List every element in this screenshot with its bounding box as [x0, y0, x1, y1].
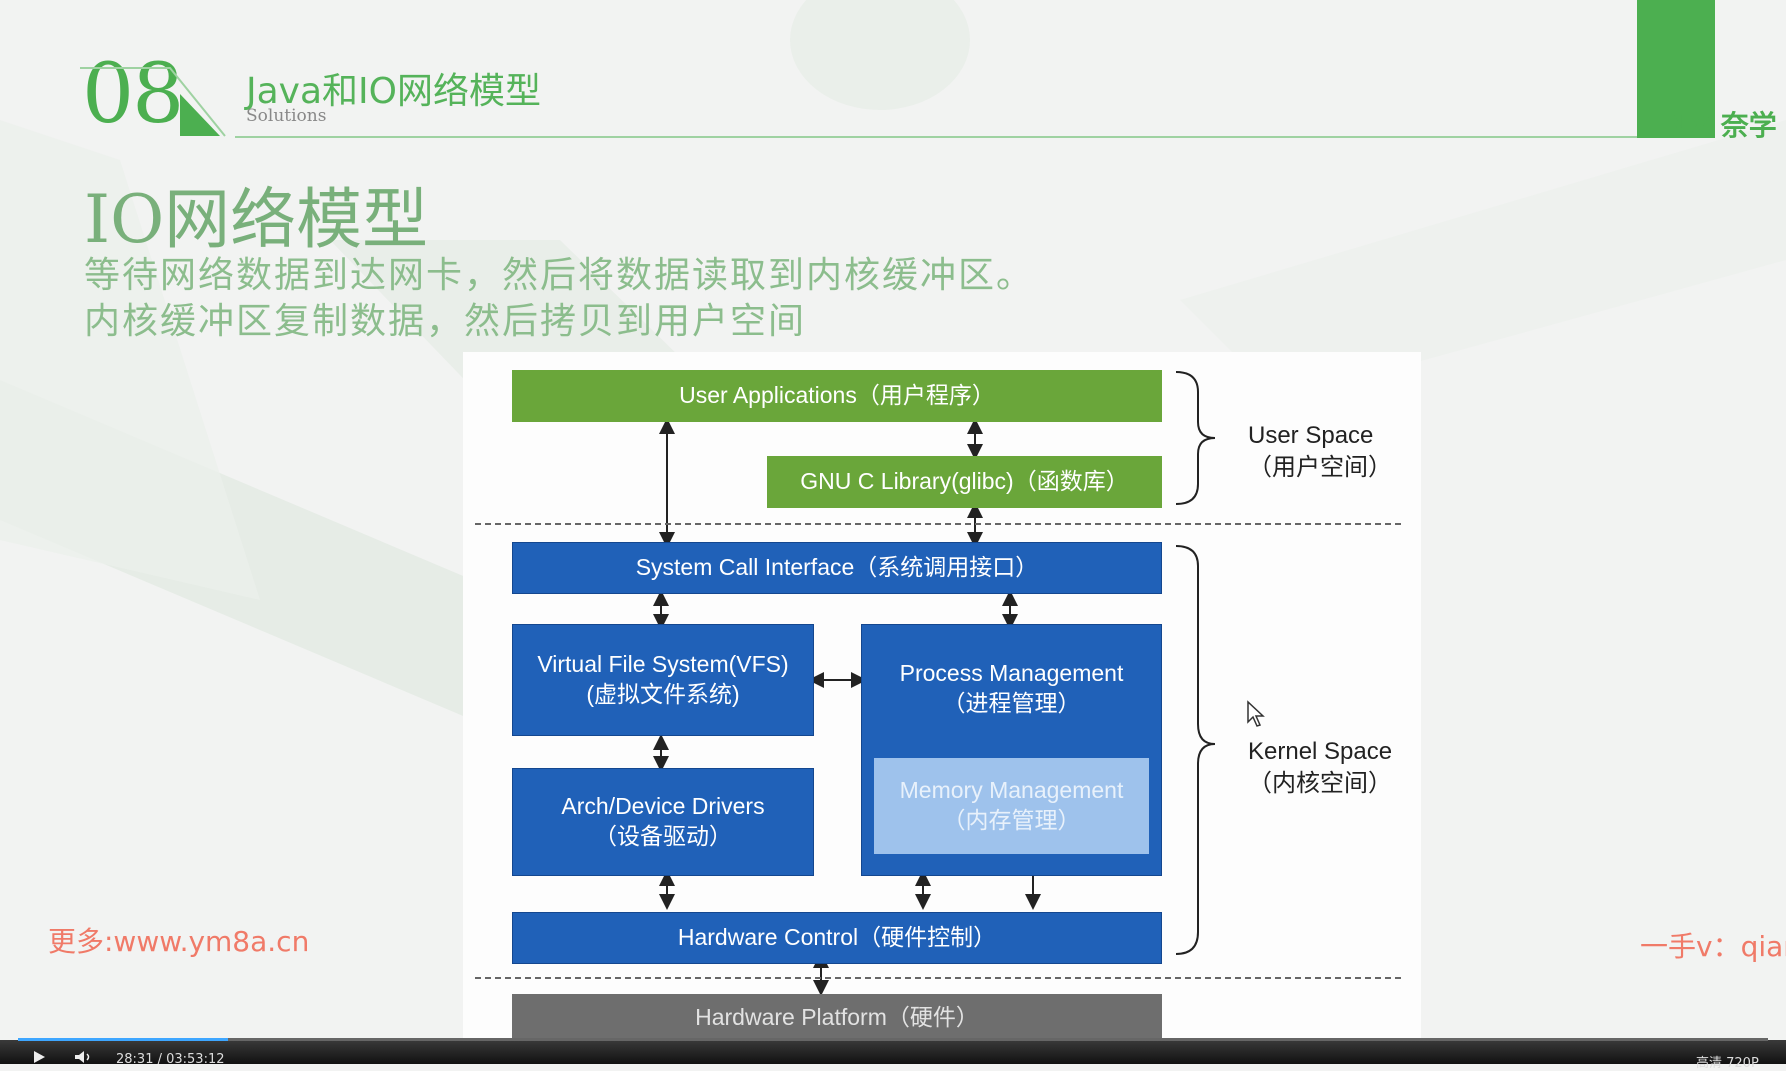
slide-line-2: 内核缓冲区复制数据，然后拷贝到用户空间: [84, 301, 807, 342]
kernel-hardware-divider: [475, 977, 1401, 979]
brand-logo: NX 奈学: [1666, 109, 1777, 142]
user-space-title: User Space: [1248, 422, 1374, 449]
section-subtitle: Solutions: [246, 106, 327, 126]
kernel-space-title: Kernel Space: [1248, 738, 1393, 765]
system-call-interface-box: System Call Interface（系统调用接口）: [512, 542, 1162, 594]
linux-architecture-diagram: User Applications（用户程序） GNU C Library(gl…: [463, 352, 1421, 1042]
memory-label-cn: （内存管理）: [942, 807, 1081, 833]
volume-icon[interactable]: [74, 1050, 94, 1064]
hardware-platform-box: Hardware Platform（硬件）: [512, 994, 1162, 1042]
hardware-control-label: Hardware Control（硬件控制）: [677, 924, 997, 951]
play-icon[interactable]: [32, 1050, 46, 1064]
progress-fill: [18, 1038, 228, 1041]
glibc-box: GNU C Library(glibc)（函数库）: [767, 456, 1162, 508]
drivers-label: Arch/Device Drivers: [561, 793, 765, 820]
user-space-title-cn: （用户空间）: [1248, 454, 1392, 482]
vfs-label-cn: (虚拟文件系统): [586, 681, 740, 707]
hardware-platform-label: Hardware Platform（硬件）: [695, 1004, 979, 1031]
brand-bar: [1637, 0, 1715, 138]
user-space-label: User Space （用户空间）: [1248, 420, 1392, 485]
vfs-box: Virtual File System(VFS) (虚拟文件系统): [512, 624, 814, 736]
glibc-label: GNU C Library(glibc)（函数库）: [800, 468, 1129, 495]
hardware-control-box: Hardware Control（硬件控制）: [512, 912, 1162, 964]
slide-line-1: 等待网络数据到达网卡，然后将数据读取到内核缓冲区。: [84, 255, 1035, 296]
kernel-space-label: Kernel Space （内核空间）: [1248, 736, 1392, 801]
drivers-label-cn: （设备驱动）: [594, 823, 732, 849]
watermark-left: 更多:www.ym8a.cn: [48, 925, 310, 958]
process-label-cn: （进程管理）: [942, 689, 1081, 716]
user-applications-box: User Applications（用户程序）: [512, 370, 1162, 422]
header-divider: [235, 136, 1637, 138]
kernel-space-title-cn: （内核空间）: [1248, 770, 1392, 798]
progress-track[interactable]: [18, 1038, 1768, 1041]
quality-selector[interactable]: 高清 720P: [1696, 1056, 1759, 1071]
user-applications-label: User Applications（用户程序）: [679, 382, 995, 409]
slide-title: IO网络模型: [84, 181, 429, 258]
diagram-connectors: [653, 371, 1216, 996]
vfs-label: Virtual File System(VFS): [537, 651, 789, 678]
memory-label: Memory Management: [899, 777, 1124, 804]
watermark-right: 一手v：qiar: [1640, 930, 1786, 963]
memory-management-box: Memory Management （内存管理）: [874, 758, 1149, 854]
section-title: Java和IO网络模型: [246, 71, 541, 112]
user-kernel-divider: [475, 523, 1401, 525]
process-label: Process Management: [899, 660, 1124, 686]
device-drivers-box: Arch/Device Drivers （设备驱动）: [512, 768, 814, 876]
playback-time: 28:31 / 03:53:12: [116, 1052, 225, 1067]
video-control-bar: [0, 1040, 1786, 1064]
section-corner-icon: [80, 67, 226, 137]
system-call-label: System Call Interface（系统调用接口）: [635, 554, 1039, 581]
mouse-cursor-icon: [1247, 700, 1265, 727]
